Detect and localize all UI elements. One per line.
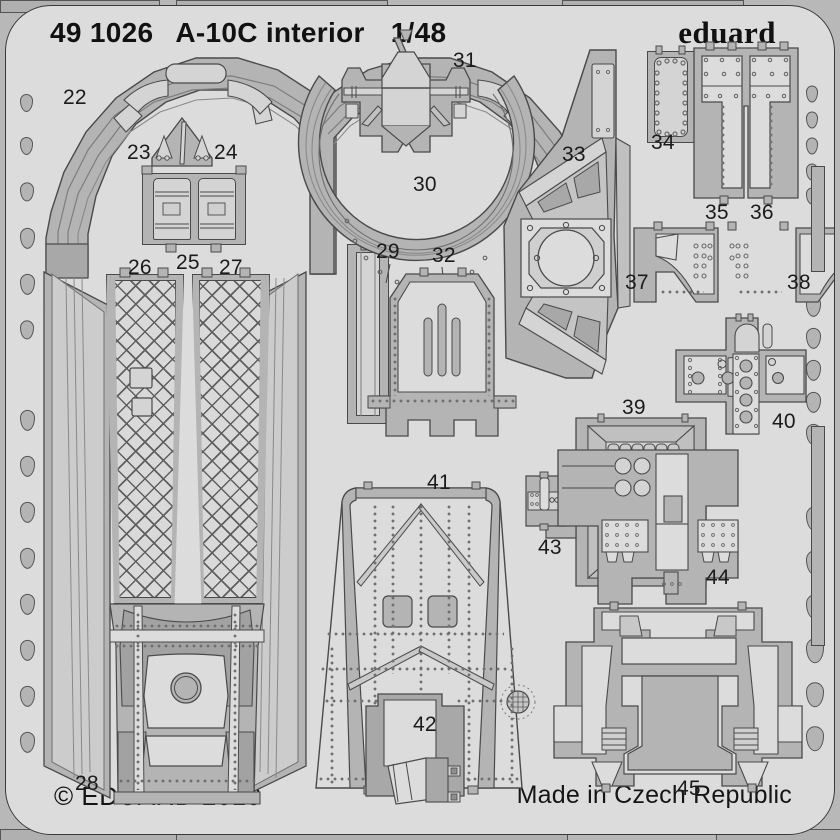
edge-drop [806, 86, 818, 103]
part-41-rivets-col-r3 [509, 646, 515, 786]
edge-drop [806, 360, 821, 381]
part-number-41: 41 [427, 471, 451, 494]
subject-name: A-10C interior [175, 17, 365, 48]
edge-drop [806, 328, 821, 349]
part-28-mesh-wall-left [115, 280, 176, 598]
country-of-origin: Made in Czech Republic [516, 781, 792, 809]
part-41-rivets-row-c [324, 698, 384, 704]
part-28-rivets-bottom [118, 778, 258, 784]
scale-label: 1/48 [390, 17, 447, 48]
part-number-44: 44 [706, 566, 730, 589]
edge-drop [806, 138, 818, 155]
part-41-rivets-row-e [318, 776, 382, 782]
part-number-25: 25 [176, 251, 200, 274]
part-number-45: 45 [677, 777, 701, 800]
part-number-29: 29 [376, 240, 400, 263]
part-number-24: 24 [214, 141, 238, 164]
part-number-33: 33 [562, 143, 586, 166]
edge-drop [20, 94, 33, 112]
part-number-40: 40 [772, 410, 796, 433]
edge-drop [806, 392, 821, 413]
edge-drop [806, 296, 821, 317]
edge-drop [806, 682, 824, 708]
part-35-rivets [720, 104, 726, 186]
edge-drop [20, 274, 35, 295]
part-37-rivets-bottom [660, 289, 704, 295]
part-27-mfd-right [198, 178, 236, 240]
edge-drop [20, 228, 35, 249]
part-number-39: 39 [622, 396, 646, 419]
fret-edge-strip-right-upper [811, 166, 825, 272]
part-number-27: 27 [219, 256, 243, 279]
part-41-rivets-col-c [418, 504, 424, 784]
part-26-mfd-left [153, 178, 191, 240]
part-number-28: 28 [75, 772, 99, 795]
edge-drop [20, 732, 35, 753]
part-32-rivets-lower [370, 398, 516, 404]
edge-drop [20, 410, 35, 431]
part-28-rivets-right [232, 612, 238, 790]
part-41-rivets-row-a [326, 631, 504, 637]
part-32-rivets-right [486, 296, 492, 396]
part-number-32: 32 [432, 244, 456, 267]
part-number-36: 36 [750, 201, 774, 224]
part-34-plate [654, 57, 688, 137]
part-41-rivets-col-r2 [466, 504, 472, 784]
part-number-31: 31 [453, 49, 477, 72]
part-41-rivets-row-d [456, 698, 510, 704]
part-28-rivets-left [135, 612, 141, 790]
edge-drop [20, 548, 35, 569]
edge-drop [806, 112, 818, 129]
edge-drop [20, 182, 34, 202]
part-36-rivets [768, 104, 774, 186]
edge-drop [20, 137, 33, 155]
edge-drop [20, 640, 35, 661]
part-32-rivets-left [392, 296, 398, 396]
part-number-35: 35 [705, 201, 729, 224]
part-41-rivets-row-f [458, 776, 520, 782]
part-41-rivets-col-l1 [390, 504, 396, 674]
part-number-37: 37 [625, 271, 649, 294]
edge-drop [20, 686, 35, 707]
part-number-42: 42 [413, 713, 437, 736]
part-number-34: 34 [651, 131, 675, 154]
fret-edge-strip-right-lower [811, 426, 825, 646]
part-29-strip [356, 252, 380, 416]
fret-title: 49 1026 A-10C interior 1/48 [50, 17, 446, 49]
part-41-rivets-row-b [320, 666, 510, 672]
edge-drop [806, 726, 824, 752]
part-28-rivets-mid2 [114, 643, 262, 649]
catalog-number: 49 1026 [50, 17, 154, 48]
brand-logo: eduard [678, 15, 776, 50]
edge-drop [20, 320, 34, 340]
part-number-26: 26 [128, 256, 152, 279]
part-number-38: 38 [787, 271, 811, 294]
part-28-mesh-wall-right [199, 280, 261, 598]
edge-drop [20, 594, 35, 615]
part-number-30: 30 [413, 173, 437, 196]
edge-drop [20, 502, 35, 523]
part-number-23: 23 [127, 141, 151, 164]
edge-drop [20, 456, 35, 477]
part-number-22: 22 [63, 86, 87, 109]
part-41-rivets-col-l3 [329, 646, 335, 786]
part-28-rivets-mid [114, 623, 262, 629]
part-number-43: 43 [538, 536, 562, 559]
part-41-rivets-col-r1 [446, 504, 452, 674]
part-41-rivets-col-l2 [372, 504, 378, 784]
part-38-rivets-bottom [738, 289, 782, 295]
